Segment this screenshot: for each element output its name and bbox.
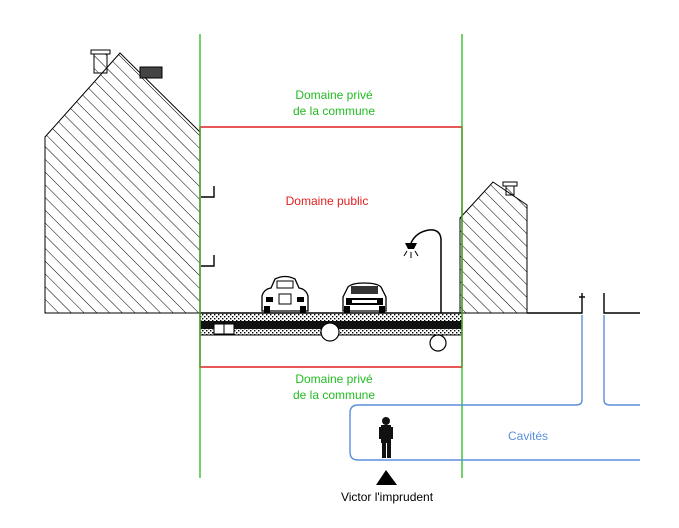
- street-lamp-icon: [403, 229, 442, 313]
- private-domain-top-label-line2: de la commune: [293, 104, 375, 118]
- pointer-triangle-icon: [376, 470, 397, 485]
- right-house-icon: [459, 181, 528, 314]
- right-ground: [527, 293, 640, 314]
- road-cross-section: [199, 312, 463, 352]
- cavities-outline: [349, 315, 640, 461]
- car-icon-left: [261, 275, 309, 313]
- private-domain-top-label-line1: Domaine privé: [295, 88, 373, 102]
- private-domain-bottom-label-line1: Domaine privé: [295, 372, 373, 386]
- public-domain-label: Domaine public: [286, 194, 369, 208]
- cavities-label: Cavités: [508, 429, 548, 443]
- person-icon: [379, 417, 393, 458]
- wall-brackets: [201, 186, 215, 267]
- person-label: Victor l'imprudent: [341, 490, 434, 504]
- private-domain-bottom-label-line2: de la commune: [293, 388, 375, 402]
- car-icon-right: [342, 282, 387, 313]
- left-house-icon: [44, 49, 201, 314]
